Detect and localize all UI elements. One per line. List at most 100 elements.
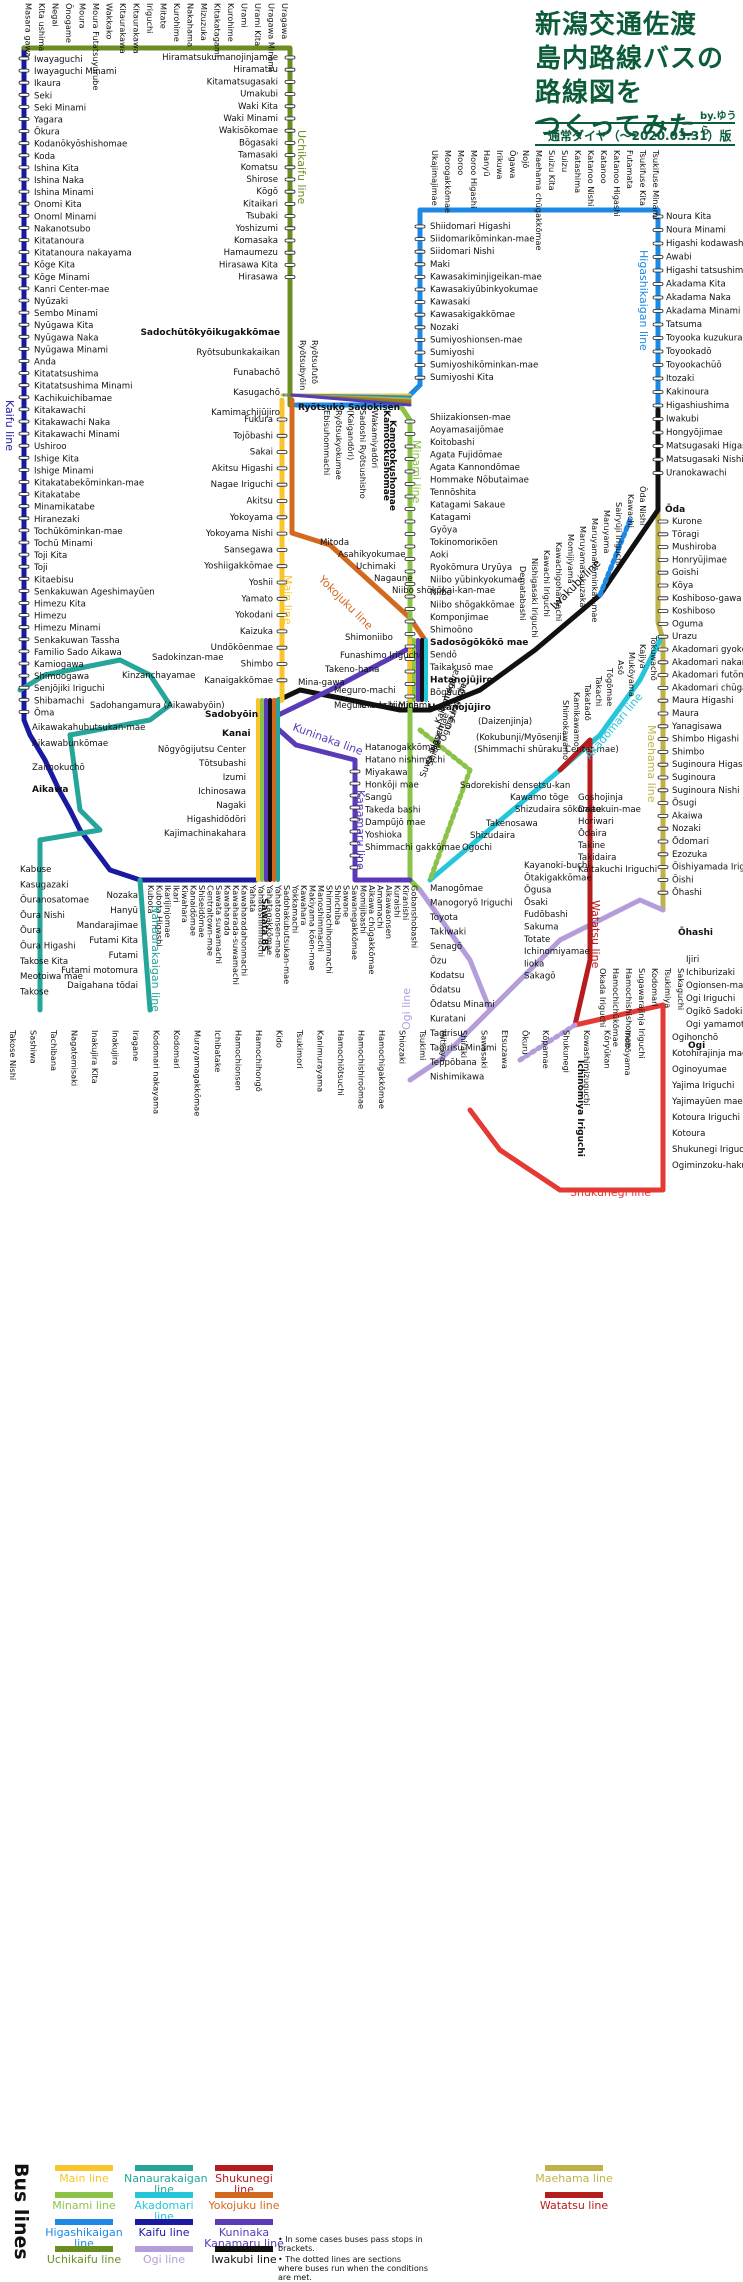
higashikaigan-stop-marker xyxy=(652,309,664,313)
kaifu-stop-marker xyxy=(18,189,30,194)
station-maehama: Koshiboso xyxy=(672,607,715,617)
station-kaifu: Nyūzaki xyxy=(34,297,68,307)
station-kaifu: Kōge Minami xyxy=(34,273,90,283)
station-iwakubi: Momijiyama xyxy=(566,534,576,584)
maehama-stop-marker xyxy=(657,570,669,575)
maehama-stop-marker xyxy=(657,878,669,882)
station-main: Kaizuka xyxy=(240,627,273,637)
station-kaifu: Kitakawachi Naka xyxy=(34,418,110,428)
station-sawata-south: Gobanshobashi xyxy=(410,885,420,948)
legend-item: Shukunegi line xyxy=(204,2165,284,2195)
station-higashikaigan: Akadama Kita xyxy=(666,280,726,290)
station-bottom-vertical: Kōryūkan xyxy=(603,1030,613,1069)
station-minami: Katagami Sakaue xyxy=(430,501,505,511)
station-uchikaifu: Hiramatsukumanojinjamae xyxy=(162,53,278,63)
station-main: Sansegawa xyxy=(224,545,273,555)
minami-stop-marker xyxy=(404,657,416,661)
station-main: Akitsu xyxy=(246,497,273,507)
kaifu-stop-marker xyxy=(18,346,30,351)
higashi-top-stop-marker xyxy=(414,375,426,380)
station-maehama: Akadomari nakamachi xyxy=(672,658,743,668)
station-sawata-south: Yahata xyxy=(248,884,258,912)
station-sawata-south: Kiwahara xyxy=(180,885,190,923)
station-nanaura: Kabuse xyxy=(20,865,51,875)
kuninaka-stop-marker xyxy=(349,853,361,858)
title-line-4: つくってみた xyxy=(535,112,696,142)
station-higashi-top: Maki xyxy=(430,260,450,270)
uchikaifu-stop-marker xyxy=(284,128,296,133)
maehama-stop-marker xyxy=(657,788,669,793)
legend-swatch xyxy=(135,2165,193,2171)
higashikaigan-stop-marker xyxy=(652,349,664,354)
station-bottom-vertical: Nagatemisaki xyxy=(70,1030,80,1086)
station-higashikaigan: Noura Kita xyxy=(666,212,711,222)
station-kanai: Izumi xyxy=(223,773,246,783)
station-center-vertical: Sadoshi Ryōtsushisho xyxy=(358,410,368,499)
station-kaifu: Iwayaguchi xyxy=(34,55,83,65)
station-sawata-south: Kiranishi xyxy=(401,885,411,920)
station-uchikaifu: Tsubaki xyxy=(245,212,278,222)
kaifu-stop-marker xyxy=(18,528,30,533)
station-shukunegi: Kotoura xyxy=(672,1129,705,1139)
station-uchikaifu: Komatsu xyxy=(241,163,278,173)
legend-label: Watatsu line xyxy=(539,2199,609,2212)
legend-item: Ogi line xyxy=(124,2246,204,2265)
station-akadomari-diag: Tōgōmae xyxy=(605,667,615,706)
minami-stop-marker xyxy=(404,669,416,674)
station-top-vertical: Wakkako xyxy=(105,3,115,39)
legend-label: Maehama line xyxy=(535,2172,613,2185)
station-shukunegi: Kotohirajinja mae xyxy=(672,1049,743,1059)
station-minami: Hatanojūjiro xyxy=(430,676,493,686)
legend-note-1: • In some cases buses pass stops in brac… xyxy=(278,2235,423,2253)
station-akadomari-side: Ōdaira xyxy=(578,828,607,839)
station-akadomari-diag: Mukōyama xyxy=(627,652,637,697)
station-bottom-right: Sugawarajinja Iriguchi xyxy=(637,968,647,1059)
kaifu-stop-marker xyxy=(18,129,30,134)
ogi-dotted xyxy=(517,1022,578,1063)
station-maehama: Kurone xyxy=(672,517,702,527)
station-higashikaigan: Higashi tatsushima xyxy=(666,266,743,276)
station-minami: Niibo xyxy=(430,588,452,598)
uchikaifu-stop-marker xyxy=(284,104,296,109)
station-center-misc: Funashimo Iriguchi xyxy=(340,651,421,661)
station-maehama: Oguma xyxy=(672,619,703,629)
station-ogi: Ōdatsu xyxy=(430,985,461,996)
station-kaifu: Kitakatabekōminkan-mae xyxy=(34,479,144,489)
higashi-top-stop-marker xyxy=(414,249,426,254)
station-sawata-south: Momijibashi xyxy=(359,885,369,934)
station-top-vertical: Kitakatagami xyxy=(213,3,223,57)
kaifu-stop-marker xyxy=(18,516,30,521)
main-stop-marker xyxy=(276,433,288,438)
station-aikawa: Sadohangamura (Aikawabyōin) xyxy=(90,701,225,711)
kaifu-stop-marker xyxy=(18,371,30,376)
station-maehama: Akadomari futōmae xyxy=(672,671,743,681)
station-iwakubi: Nishigasaki Iriguchi xyxy=(530,558,540,638)
station-higashikaigan: Higashiushima xyxy=(666,401,729,411)
station-minami: Sadosōgōkōkō mae xyxy=(430,638,528,648)
station-main: Nagae Iriguchi xyxy=(211,480,273,490)
station-misc-small: (Shimmachi shūraku Center-mae) xyxy=(474,745,619,755)
station-maehama: Nozaki xyxy=(672,824,701,834)
station-uchikaifu: Wakisōkomae xyxy=(219,126,278,136)
line-name-higashikaigan_vertical: Higashikaigan line xyxy=(637,250,650,351)
minami-stop-marker xyxy=(404,632,416,636)
kaifu-stop-marker xyxy=(18,589,30,593)
minami-stop-marker xyxy=(404,619,416,624)
station-akadomari-diag: Asō xyxy=(616,660,626,675)
station-bottom-vertical: Hamochiōtsuchi xyxy=(336,1030,346,1096)
maehama-stop-marker xyxy=(657,583,669,588)
station-kaifu: Minamikatabe xyxy=(34,503,95,513)
uchikaifu-stop-marker xyxy=(284,67,296,72)
kaifu-stop-marker xyxy=(18,443,30,448)
station-bottom-vertical: Hamochihongō xyxy=(254,1030,264,1092)
kaifu-stop-marker xyxy=(18,298,30,303)
station-misc-small: Sadorekishi densetsu-kan xyxy=(460,781,570,791)
maehama-stop-marker xyxy=(657,724,669,729)
kaifu-stop-marker xyxy=(18,601,30,605)
maehama-stop-marker xyxy=(657,673,669,677)
station-kaifu: Kitatanoura xyxy=(34,237,84,247)
station-top-vertical: Ōnogame xyxy=(64,3,74,43)
station-bottom-vertical: Kanimurayama xyxy=(316,1030,326,1092)
main-stop-marker xyxy=(276,564,288,569)
station-minami: Shimoōno xyxy=(430,626,473,636)
